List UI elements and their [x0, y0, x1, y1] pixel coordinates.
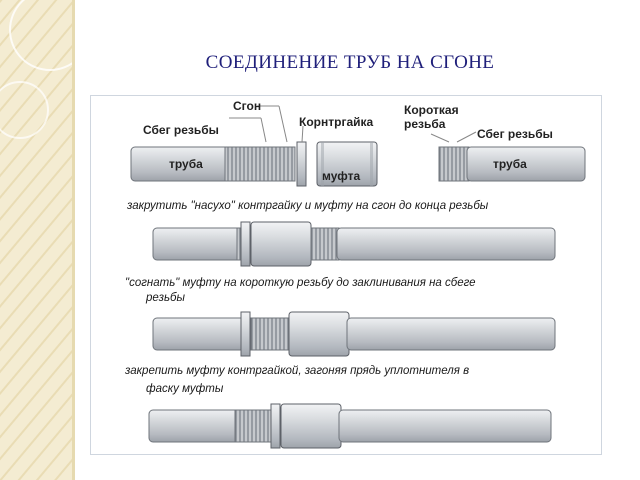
- right-pipe: [466, 146, 586, 182]
- label-locknut: Корнтргайка: [299, 115, 373, 129]
- diagram-frame: Сгон Сбег резьбы Корнтргайка Короткая ре…: [90, 95, 602, 455]
- label-runout-right: Сбег резьбы: [477, 127, 553, 141]
- row2-assembly: [152, 221, 556, 267]
- step-3-line-1: закрепить муфту контргайкой, загоняя пря…: [124, 365, 469, 377]
- strip-pattern-icon: [0, 0, 72, 480]
- label-runout-left: Сбег резьбы: [143, 123, 219, 137]
- coupling: [280, 403, 342, 449]
- decorative-left-strip: [0, 0, 72, 480]
- row4-assembly: [148, 403, 552, 449]
- row1-exploded-view: Сгон Сбег резьбы Корнтргайка Короткая ре…: [130, 99, 586, 187]
- label-pipe-left: труба: [169, 157, 203, 171]
- left-strip-border: [72, 0, 75, 480]
- row3-assembly: [152, 311, 556, 357]
- step-1-line-1: закрутить "насухо" контргайку и муфту на…: [126, 200, 489, 212]
- label-short-thread-2: резьба: [404, 117, 446, 131]
- coupling: [250, 221, 312, 267]
- label-pipe-right: труба: [493, 157, 527, 171]
- locknut: [240, 311, 251, 357]
- label-sgon: Сгон: [233, 99, 261, 113]
- locknut: [296, 141, 307, 187]
- coupling: [316, 141, 378, 187]
- sgon-thread: [224, 146, 296, 182]
- pipe-joint-diagram: Сгон Сбег резьбы Корнтргайка Короткая ре…: [124, 99, 586, 449]
- label-short-thread-1: Короткая: [404, 103, 459, 117]
- step-2-line-2: резьбы: [145, 292, 186, 304]
- locknut: [240, 221, 251, 267]
- label-coupling: муфта: [322, 169, 360, 183]
- short-thread: [438, 146, 470, 182]
- step-2-line-1: "согнать" муфту на короткую резьбу до за…: [125, 277, 476, 289]
- slide-title: СОЕДИНЕНИЕ ТРУБ НА СГОНЕ: [205, 52, 495, 73]
- step-3-line-2: фаску муфты: [146, 383, 224, 395]
- locknut: [270, 403, 281, 449]
- coupling: [288, 311, 350, 357]
